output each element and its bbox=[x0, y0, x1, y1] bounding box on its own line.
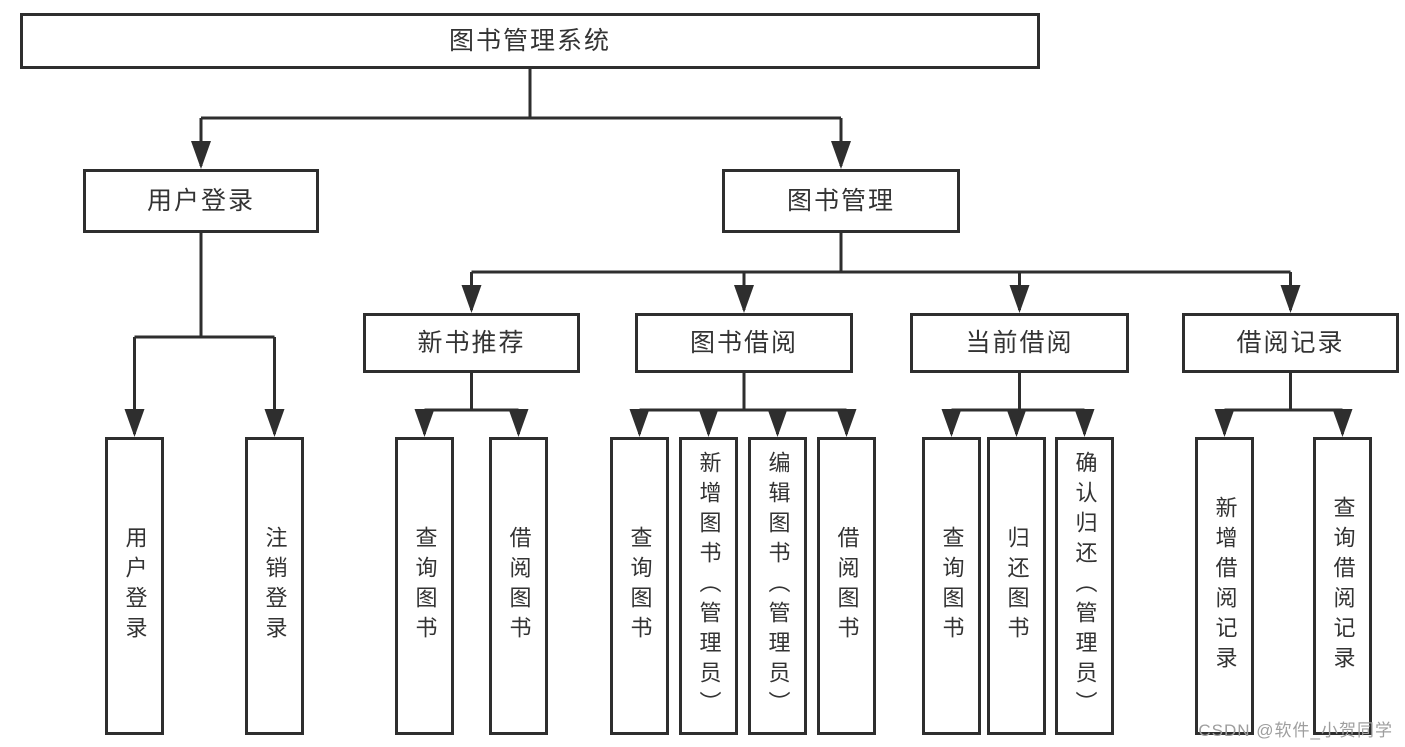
arrow-down-icon bbox=[508, 409, 529, 437]
leaf-add-book-admin: 新增图书（管理员） bbox=[679, 437, 738, 735]
arrow-down-icon bbox=[767, 409, 788, 437]
connector-bookborrow-to-leaves bbox=[638, 373, 848, 434]
node-borrowing-records: 借阅记录 bbox=[1182, 313, 1399, 373]
arrow-down-icon bbox=[461, 285, 482, 313]
leaf-return-book: 归还图书 bbox=[987, 437, 1046, 735]
arrow-down-icon bbox=[836, 409, 857, 437]
leaf-query-books-borrow: 查询图书 bbox=[610, 437, 669, 735]
node-root: 图书管理系统 bbox=[20, 13, 1040, 69]
connector-bookmgmt-to-level3 bbox=[470, 233, 1292, 310]
arrow-down-icon bbox=[1280, 285, 1301, 313]
leaf-edit-book-admin: 编辑图书（管理员） bbox=[748, 437, 807, 735]
connector-newbookrec-to-leaves bbox=[423, 373, 520, 434]
arrow-down-icon bbox=[734, 285, 754, 313]
arrow-down-icon bbox=[191, 141, 211, 169]
arrow-down-icon bbox=[1009, 285, 1030, 313]
leaf-borrow-books-borrow: 借阅图书 bbox=[817, 437, 876, 735]
arrow-down-icon bbox=[264, 409, 285, 437]
arrow-down-icon bbox=[124, 409, 145, 437]
arrow-down-icon bbox=[831, 141, 851, 169]
connector-borrowrecords-to-leaves bbox=[1223, 373, 1344, 434]
leaf-add-borrow-record: 新增借阅记录 bbox=[1195, 437, 1254, 735]
arrow-down-icon bbox=[698, 409, 719, 437]
csdn-watermark: CSDN @软件_小贺同学 bbox=[1198, 721, 1393, 740]
arrow-down-icon bbox=[1006, 409, 1027, 437]
arrow-down-icon bbox=[414, 409, 435, 437]
arrow-down-icon bbox=[629, 409, 650, 437]
node-book-management: 图书管理 bbox=[722, 169, 960, 233]
leaf-user-login: 用户登录 bbox=[105, 437, 164, 735]
connector-root-to-level2 bbox=[199, 69, 843, 166]
leaf-confirm-return-admin: 确认归还（管理员） bbox=[1055, 437, 1114, 735]
leaf-query-books-current: 查询图书 bbox=[922, 437, 981, 735]
leaf-borrow-books-newrec: 借阅图书 bbox=[489, 437, 548, 735]
node-current-borrowing: 当前借阅 bbox=[910, 313, 1129, 373]
arrow-down-icon bbox=[1074, 409, 1095, 437]
leaf-query-borrow-record: 查询借阅记录 bbox=[1313, 437, 1372, 735]
arrow-down-icon bbox=[1332, 409, 1353, 437]
node-new-book-recommendation: 新书推荐 bbox=[363, 313, 580, 373]
node-book-borrowing: 图书借阅 bbox=[635, 313, 853, 373]
arrow-down-icon bbox=[941, 409, 962, 437]
leaf-query-books-newrec: 查询图书 bbox=[395, 437, 454, 735]
node-user-login: 用户登录 bbox=[83, 169, 319, 233]
leaf-logout: 注销登录 bbox=[245, 437, 304, 735]
connector-userlogin-to-leaves bbox=[133, 233, 276, 434]
arrow-down-icon bbox=[1214, 409, 1235, 437]
